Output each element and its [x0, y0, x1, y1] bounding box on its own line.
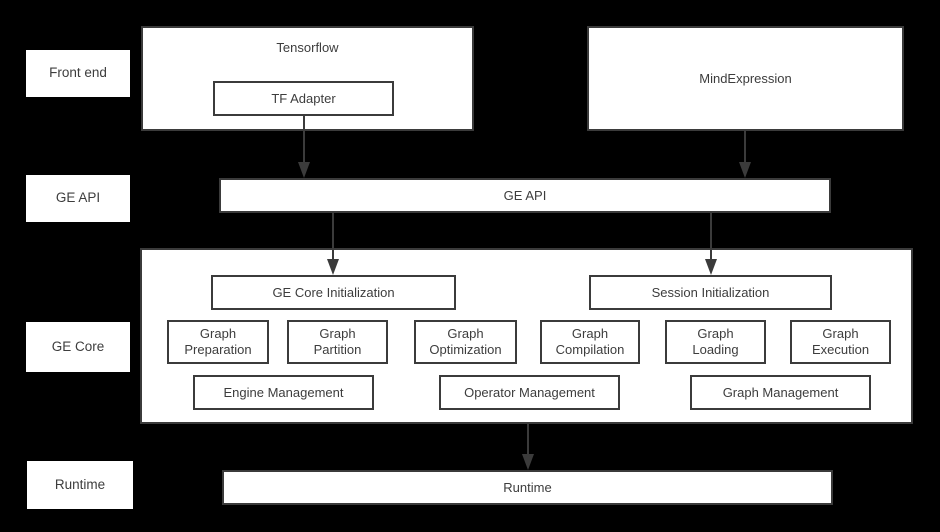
operator-management-box[interactable]: Operator Management [439, 375, 620, 410]
ge-api-bar[interactable]: GE API [219, 178, 831, 213]
ge-api-bar-label: GE API [503, 187, 547, 203]
graph-partition-label: Graph Partition [313, 326, 362, 357]
graph-loading-box[interactable]: Graph Loading [665, 320, 766, 364]
lane-label-front-end-text: Front end [49, 65, 107, 81]
graph-management-box[interactable]: Graph Management [690, 375, 871, 410]
arrow-ge-api-to-ge-core-initialization [325, 213, 341, 277]
session-initialization-box[interactable]: Session Initialization [589, 275, 832, 310]
lane-label-runtime-text: Runtime [54, 476, 106, 492]
runtime-bar-label: Runtime [503, 479, 552, 495]
session-initialization-label: Session Initialization [651, 284, 770, 300]
graph-preparation-label: Graph Preparation [184, 326, 252, 357]
ge-core-initialization-box[interactable]: GE Core Initialization [211, 275, 456, 310]
engine-management-box[interactable]: Engine Management [193, 375, 374, 410]
runtime-bar[interactable]: Runtime [222, 470, 833, 505]
arrow-ge-api-to-session-initialization [703, 213, 719, 277]
graph-compilation-box[interactable]: Graph Compilation [540, 320, 640, 364]
operator-management-label: Operator Management [464, 384, 595, 400]
graph-execution-box[interactable]: Graph Execution [790, 320, 891, 364]
arrow-tf-adapter-to-ge-api [296, 116, 312, 180]
lane-label-ge-core-text: GE Core [51, 338, 105, 354]
graph-loading-label: Graph Loading [692, 326, 739, 357]
graph-management-label: Graph Management [722, 384, 839, 400]
ge-core-initialization-label: GE Core Initialization [272, 284, 395, 300]
graph-compilation-label: Graph Compilation [555, 326, 625, 357]
lane-label-ge-api-text: GE API [55, 190, 101, 206]
graph-preparation-box[interactable]: Graph Preparation [167, 320, 269, 364]
arrow-mindexpression-to-ge-api [737, 131, 753, 180]
mindexpression-label: MindExpression [699, 70, 792, 86]
graph-execution-label: Graph Execution [811, 326, 870, 357]
lane-label-runtime: Runtime [27, 461, 133, 509]
arrow-ge-core-to-runtime [520, 424, 536, 472]
lane-label-ge-api: GE API [26, 175, 130, 222]
graph-optimization-box[interactable]: Graph Optimization [414, 320, 517, 364]
graph-optimization-label: Graph Optimization [429, 326, 502, 357]
tensorflow-label: Tensorflow [276, 40, 339, 55]
graph-partition-box[interactable]: Graph Partition [287, 320, 388, 364]
tf-adapter-box[interactable]: TF Adapter [213, 81, 394, 116]
lane-label-ge-core: GE Core [26, 322, 130, 372]
mindexpression-box[interactable]: MindExpression [587, 26, 904, 131]
lane-label-front-end: Front end [26, 50, 130, 97]
tf-adapter-label: TF Adapter [271, 90, 336, 106]
engine-management-label: Engine Management [223, 384, 344, 400]
